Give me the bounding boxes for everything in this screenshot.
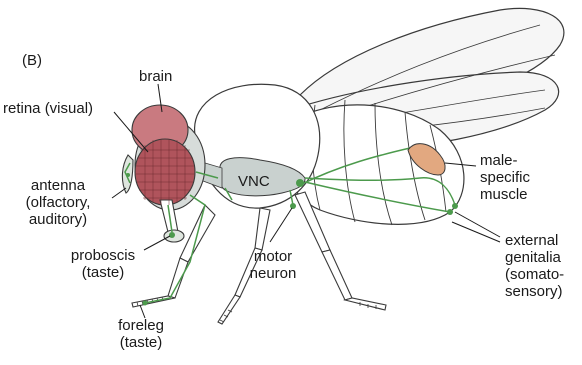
male-muscle-label-line: muscle — [480, 186, 530, 203]
external-genitalia-label: external genitalia (somato- sensory) — [505, 232, 564, 300]
motor-neuron-callout — [270, 208, 292, 242]
retina-label: retina (visual) — [3, 100, 93, 117]
vnc-label: VNC — [238, 173, 270, 190]
foreleg-label-line: foreleg — [106, 317, 176, 334]
genitalia-callout-1 — [455, 212, 500, 237]
male-muscle-label-line: male- — [480, 152, 530, 169]
male-muscle-label-line: specific — [480, 169, 530, 186]
male-specific-muscle-label: male- specific muscle — [480, 152, 530, 203]
foreleg-label-line: (taste) — [106, 334, 176, 351]
antenna-label: antenna (olfactory, auditory) — [6, 177, 110, 228]
antenna-label-line: antenna — [6, 177, 110, 194]
brain-label: brain — [139, 68, 172, 85]
motor-neuron-label-line: motor — [238, 248, 308, 265]
genitalia-label-line: (somato- — [505, 266, 564, 283]
genitalia-callout-2 — [452, 222, 500, 242]
motor-neuron-label: motor neuron — [238, 248, 308, 282]
head — [122, 105, 205, 242]
genitalia-label-line: external — [505, 232, 564, 249]
proboscis-label-line: proboscis — [58, 247, 148, 264]
proboscis-label: proboscis (taste) — [58, 247, 148, 281]
antenna-label-line: auditory) — [6, 211, 110, 228]
proboscis-label-line: (taste) — [58, 264, 148, 281]
foreleg-label: foreleg (taste) — [106, 317, 176, 351]
antenna-callout — [112, 188, 126, 198]
antenna-label-line: (olfactory, — [6, 194, 110, 211]
compound-eye — [135, 139, 195, 205]
motor-neuron-label-line: neuron — [238, 265, 308, 282]
genitalia-label-line: genitalia — [505, 249, 564, 266]
genitalia-label-line: sensory) — [505, 283, 564, 300]
panel-label: (B) — [22, 52, 42, 69]
